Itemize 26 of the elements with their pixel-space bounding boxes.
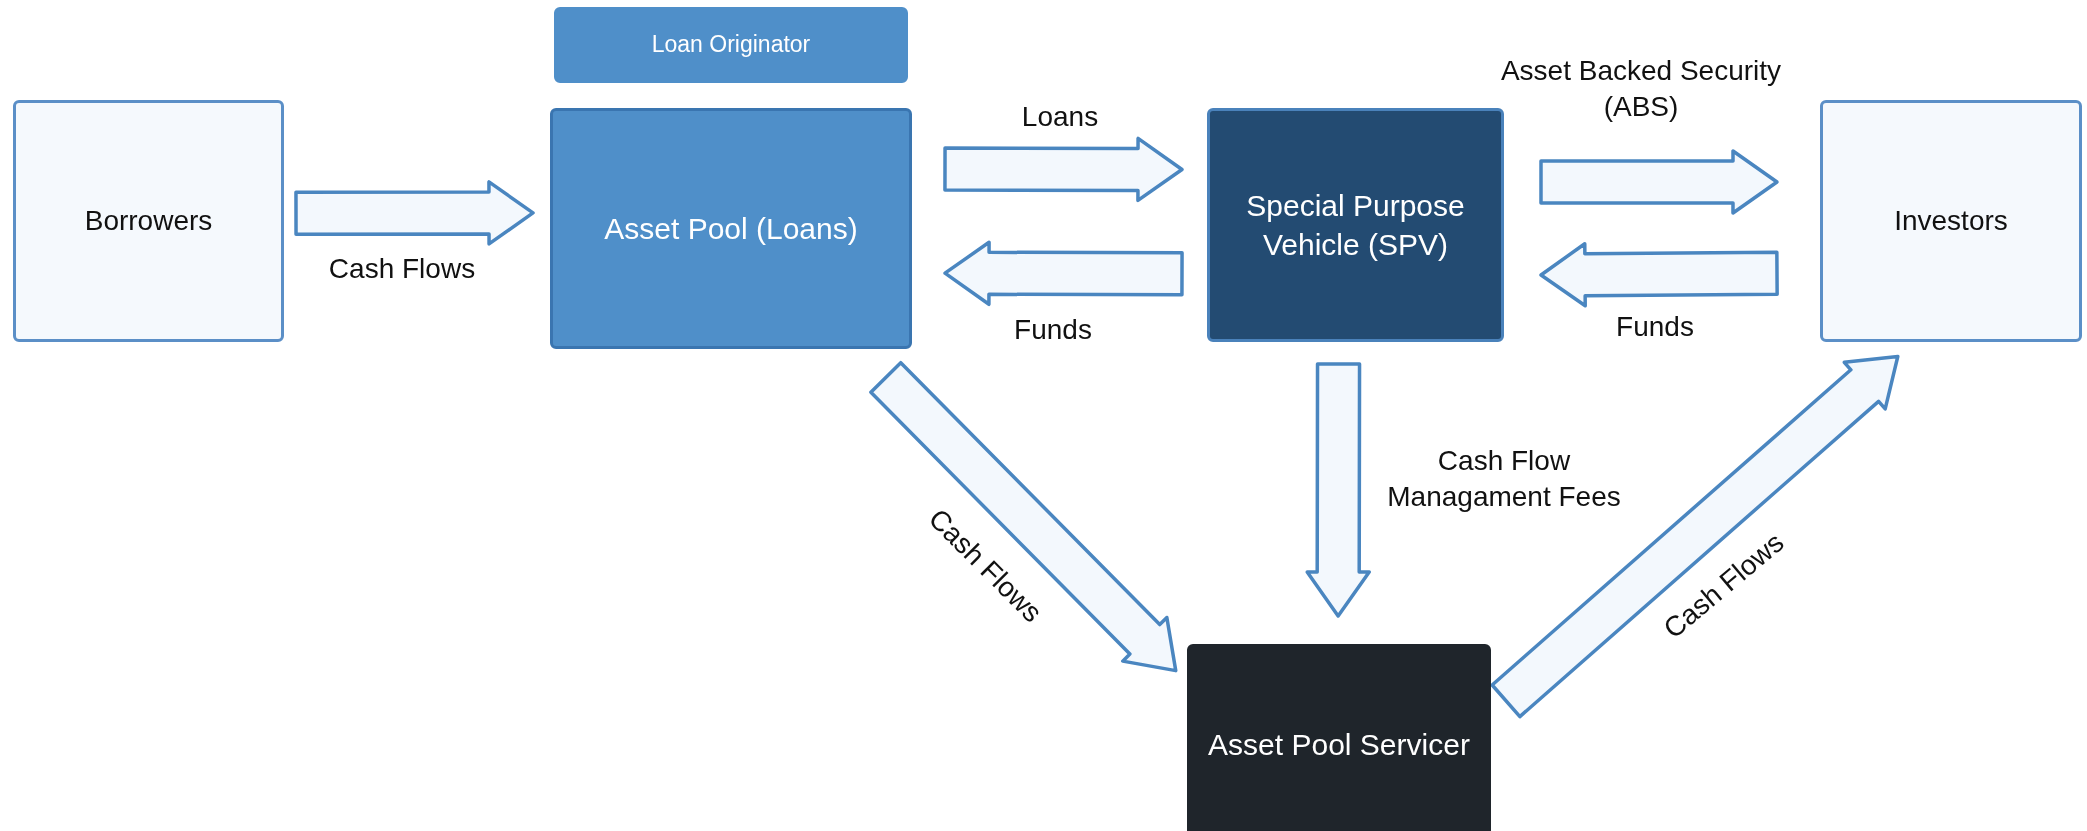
party-box	[1820, 100, 2082, 342]
block-arrow	[1539, 242, 1779, 308]
node-label: Special Purpose Vehicle (SPV)	[1245, 188, 1466, 263]
block-arrow	[1539, 149, 1779, 215]
block-arrow	[294, 180, 535, 246]
edge-label: Asset Backed Security (ABS)	[1499, 53, 1783, 124]
edge-label: Funds	[1014, 312, 1092, 347]
node-label: Loan Originator	[650, 30, 812, 60]
edge-label: Cash Flows	[328, 251, 476, 286]
node-label: Asset Pool Servicer	[1207, 726, 1471, 763]
party-box	[13, 100, 284, 342]
block-arrow	[1490, 354, 1900, 719]
process-box	[1207, 108, 1504, 342]
edge-label: Cash Flow Managament Fees	[1386, 443, 1622, 514]
block-arrow	[869, 360, 1178, 673]
block-arrow	[1305, 362, 1371, 618]
block-arrow	[943, 240, 1184, 307]
process-box	[1187, 644, 1491, 831]
node-label: Asset Pool (Loans)	[603, 211, 859, 247]
edge-label: Loans	[1021, 99, 1099, 134]
process-box	[550, 108, 912, 349]
edge-label: Funds	[1616, 309, 1694, 344]
header-box	[554, 7, 908, 83]
block-arrow	[943, 136, 1184, 203]
node-label: Investors	[1893, 203, 2009, 238]
node-label: Borrowers	[83, 203, 214, 238]
